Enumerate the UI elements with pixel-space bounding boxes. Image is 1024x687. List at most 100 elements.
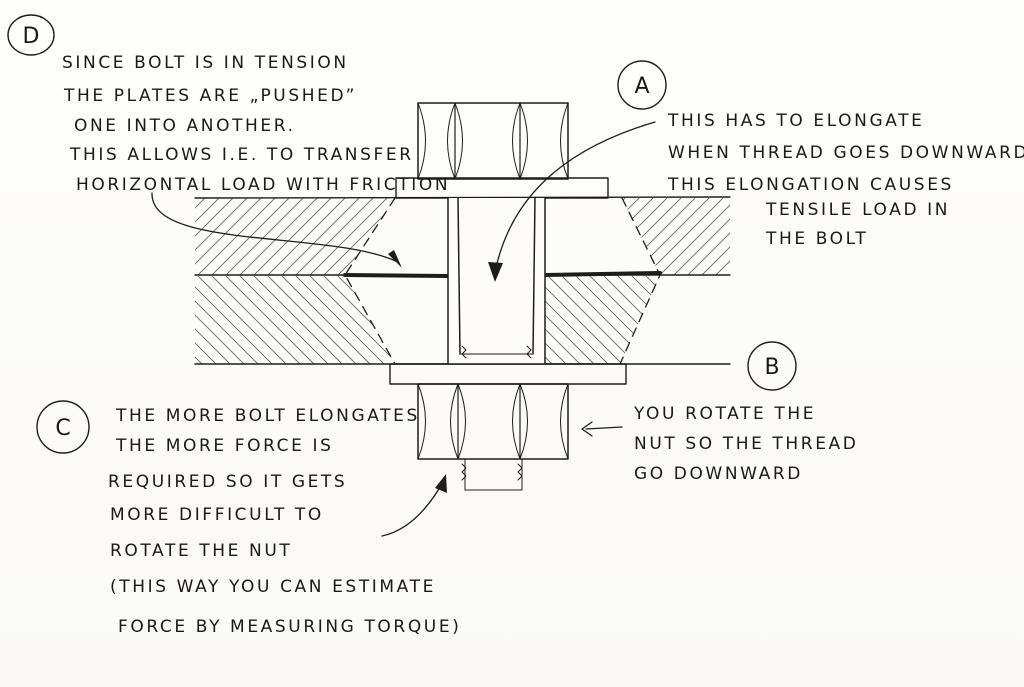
hatch-line (195, 198, 262, 275)
note-c-line-3: REQUIRED SO IT GETS (108, 472, 347, 492)
hatch-line (352, 276, 440, 364)
hatch-line (561, 276, 651, 364)
hatch-line (239, 198, 318, 275)
hatch-line (730, 276, 818, 364)
hatch-line (701, 198, 730, 275)
hatch-line (659, 198, 730, 275)
note-c-line-7: FORCE BY MEASURING TORQUE) (118, 617, 461, 637)
hatch-line (603, 198, 682, 275)
hatch-line (352, 198, 429, 275)
label-d-marker: D (7, 14, 55, 56)
hatch-line (380, 198, 457, 275)
hatch-line (758, 276, 846, 364)
note-b: YOU ROTATE THE NUT SO THE THREAD GO DOWN… (633, 404, 858, 484)
hatch-line (673, 198, 730, 275)
hatch-line (688, 276, 776, 364)
label-a: A (634, 74, 649, 99)
hatch-line (702, 276, 790, 364)
hatch-line (195, 198, 206, 275)
hatch-line (758, 276, 846, 364)
hatch-line (744, 276, 832, 364)
hatch-line (575, 198, 654, 275)
hatch-line (100, 276, 188, 364)
bolt-shank (447, 197, 546, 365)
hatch-line (197, 276, 287, 364)
hatch-line (814, 276, 902, 364)
hatch-line (702, 276, 790, 364)
hatch-line (786, 276, 874, 364)
hatch-line (547, 276, 637, 364)
hatch-line (195, 276, 231, 364)
label-b-marker: B (747, 341, 797, 391)
hatch-line (195, 276, 259, 364)
hatch-line (617, 198, 696, 275)
hatch-line (295, 198, 374, 275)
note-d-line-5: HORIZONTAL LOAD WITH FRICTION (76, 175, 450, 195)
arrow-d-to-contact (151, 192, 402, 268)
hatch-line (545, 276, 567, 364)
hatch-line (211, 276, 301, 364)
hatch-line (225, 198, 304, 275)
note-a-line-2: WHEN THREAD GOES DOWNWARD (668, 143, 1024, 163)
hatch-line (631, 198, 710, 275)
hatch-line (239, 276, 329, 364)
hatch-line (617, 276, 660, 364)
hatch-line (351, 276, 395, 364)
pressure-cone (344, 197, 661, 365)
label-b: B (764, 355, 779, 380)
note-a-line-1: THIS HAS TO ELONGATE (667, 111, 924, 131)
note-d-line-4: THIS ALLOWS I.E. TO TRANSFER (69, 145, 414, 165)
hatch-line (323, 276, 395, 364)
hatch-line (114, 276, 202, 364)
hatch-line (786, 276, 874, 364)
hatch-line (366, 198, 443, 275)
hatch-line (379, 198, 395, 275)
hatch-line (253, 276, 343, 364)
hatch-line (366, 276, 454, 364)
hatch-line (659, 276, 660, 364)
note-d-line-2: THE PLATES ARE „PUSHED” (63, 86, 357, 106)
note-c-line-6: (THIS WAY YOU CAN ESTIMATE (110, 577, 436, 597)
hatch-line (195, 276, 245, 364)
hatch-line (351, 198, 395, 275)
hatch-line (323, 198, 395, 275)
hatch-line (309, 276, 395, 364)
arrow-c-to-thread (381, 474, 447, 537)
hatch-line (715, 198, 730, 275)
hatch-line (674, 276, 762, 364)
hatch-line (114, 198, 191, 275)
note-b-line-3: GO DOWNWARD (634, 464, 803, 484)
hatch-line (814, 276, 902, 364)
hatch-line (545, 276, 609, 364)
hatch-line (365, 198, 395, 275)
hatch-line (730, 276, 818, 364)
hatch-line (267, 198, 346, 275)
hatch-line (688, 276, 776, 364)
hatch-line (575, 276, 660, 364)
hatch-line (195, 276, 217, 364)
hatch-line (267, 276, 357, 364)
hatch-line (281, 198, 360, 275)
hatch-line (337, 198, 395, 275)
hatch-line (195, 198, 248, 275)
hatch-line (114, 198, 191, 275)
hatch-line (548, 198, 625, 275)
hatch-line (589, 276, 660, 364)
hatch-line (100, 198, 177, 275)
note-a-line-3: THIS ELONGATION CAUSES (667, 175, 954, 195)
note-c-line-1: THE MORE BOLT ELONGATES (115, 406, 420, 426)
hatch-line (100, 198, 177, 275)
contact-zone-left (343, 273, 450, 278)
hatch-line (562, 198, 639, 275)
bolt-head (395, 102, 609, 199)
arrow-a-to-shank (488, 121, 656, 282)
note-d: SINCE BOLT IS IN TENSION THE PLATES ARE … (62, 53, 450, 195)
nut-assembly (389, 363, 627, 491)
hatch-line (674, 276, 762, 364)
note-c-line-4: MORE DIFFICULT TO (110, 505, 324, 525)
hatch-line (197, 198, 276, 275)
hatch-line (646, 276, 734, 364)
note-b-line-2: NUT SO THE THREAD (634, 434, 858, 454)
hatch-line (561, 198, 640, 275)
washer-bottom (389, 363, 627, 385)
